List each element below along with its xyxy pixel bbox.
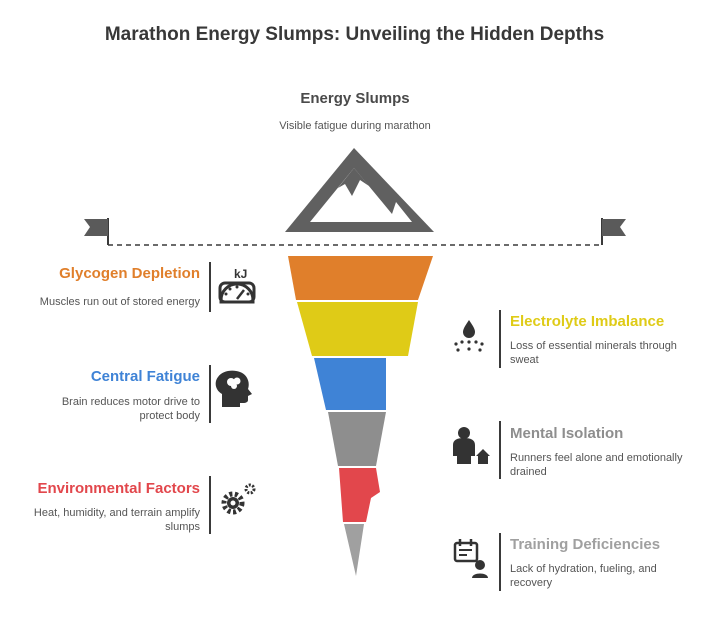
item-description-environmental: Heat, humidity, and terrain amplify slum…: [33, 507, 200, 533]
droplet-icon: [454, 320, 484, 352]
layer-mental: [328, 412, 386, 466]
divider-line: [499, 310, 501, 368]
divider-line: [209, 476, 211, 534]
brain-head-icon: [215, 370, 252, 407]
layer-training: [344, 524, 364, 576]
item-label-training: Training Deficiencies: [510, 536, 661, 553]
item-label-central: Central Fatigue: [90, 368, 200, 385]
divider-line: [499, 533, 501, 591]
item-description-electrolyte: Loss of essential minerals through sweat: [510, 340, 677, 366]
item-label-glycogen: Glycogen Depletion: [59, 265, 200, 282]
layer-electrolyte: [297, 302, 418, 356]
item-label-environmental: Environmental Factors: [37, 480, 200, 497]
top-description: Visible fatigue during marathon: [279, 120, 431, 132]
page-title: Marathon Energy Slumps: Unveiling the Hi…: [104, 24, 605, 45]
layer-environmental: [339, 468, 380, 522]
divider-line: [209, 365, 211, 423]
top-label: Energy Slumps: [300, 90, 410, 107]
item-label-mental: Mental Isolation: [510, 425, 624, 442]
item-description-central: Brain reduces motor drive to protect bod…: [61, 396, 200, 422]
item-label-electrolyte: Electrolyte Imbalance: [510, 313, 665, 330]
divider-line: [499, 421, 501, 479]
person-home-icon: [453, 427, 490, 464]
layer-glycogen: [288, 256, 433, 300]
item-description-glycogen: Muscles run out of stored energy: [39, 296, 200, 308]
item-description-training: Lack of hydration, fueling, and recovery: [510, 563, 657, 589]
calendar-person-icon: [453, 539, 488, 578]
layer-central: [314, 358, 386, 410]
mountain-icon: [285, 148, 434, 232]
gauge-icon: kJ: [218, 267, 256, 304]
flag-icon: [601, 218, 626, 245]
flag-icon: [84, 218, 109, 245]
divider-line: [209, 262, 211, 312]
gears-icon: [221, 483, 256, 515]
item-description-mental: Runners feel alone and emotionally drain…: [510, 452, 683, 478]
kj-label: kJ: [234, 267, 247, 281]
